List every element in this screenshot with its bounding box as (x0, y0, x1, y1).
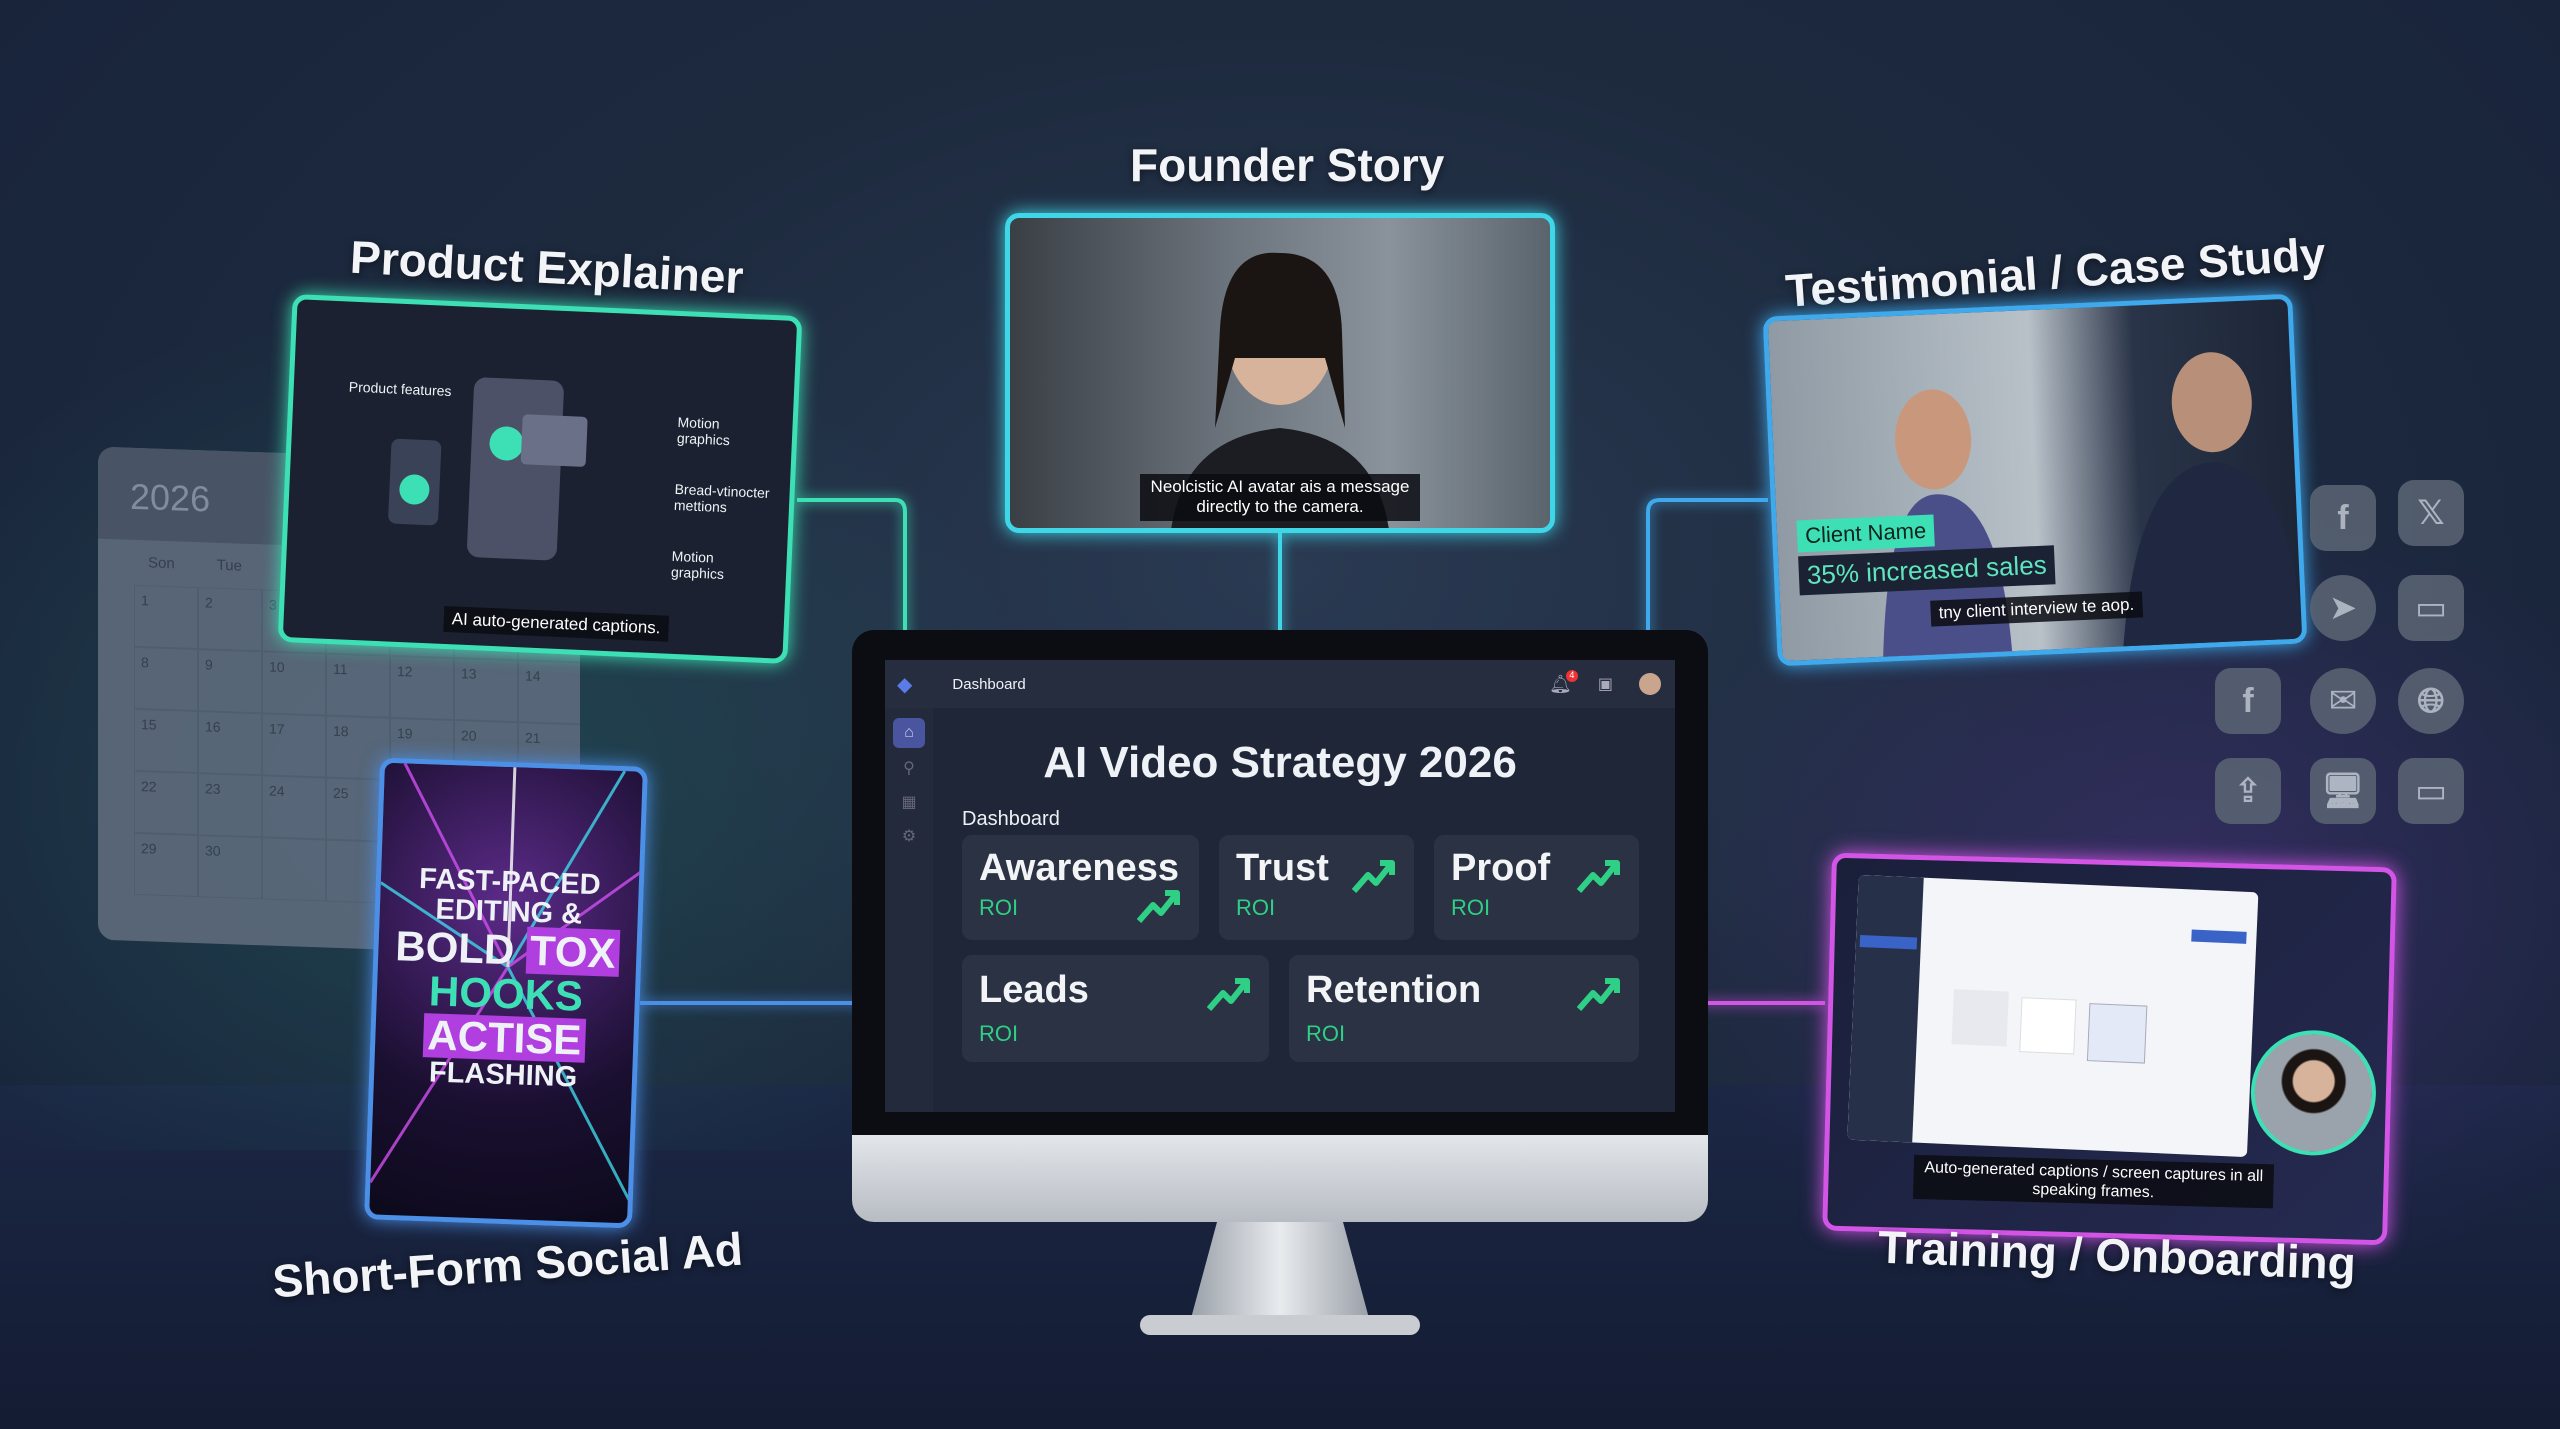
card-label: Leads (979, 969, 1089, 1011)
short-form-ad-video[interactable]: FAST-PACED EDITING & BOLD TOX HOOKS ACTI… (364, 757, 648, 1229)
app-sidebar (1847, 874, 1924, 1143)
facebook-icon[interactable]: f (2310, 485, 2376, 551)
monitor: ◆ Dashboard 🔔︎4 ▣ ⌂ ⚲ ▦ ⚙ AI Video Strat… (852, 630, 1708, 1222)
card-metric: ROI (1451, 895, 1491, 920)
message-icon[interactable]: ▣ (1597, 676, 1613, 693)
dashboard-screen: ◆ Dashboard 🔔︎4 ▣ ⌂ ⚲ ▦ ⚙ AI Video Strat… (885, 660, 1675, 1112)
ad-line: ACTISE (422, 1011, 587, 1064)
card-metric: ROI (1236, 895, 1276, 920)
trend-up-icon (1136, 890, 1180, 923)
trend-up-icon (1351, 860, 1395, 893)
globe-icon[interactable]: 🌐︎ (2398, 668, 2464, 734)
card-label: Proof (1451, 847, 1551, 889)
trend-up-icon (1206, 978, 1250, 1011)
share-icon[interactable]: ⇪ (2215, 758, 2281, 824)
monitor-chin (852, 1135, 1708, 1222)
settings-icon[interactable]: ⚙ (901, 828, 917, 845)
ad-line: BOLD (394, 922, 516, 974)
notification-badge: 4 (1565, 669, 1578, 682)
founder-caption: Neolcistic AI avatar ais a message direc… (1140, 474, 1420, 521)
app-logo-icon: ◆ (897, 673, 913, 696)
trend-up-icon (1576, 860, 1620, 893)
ad-highlight: TOX (525, 926, 621, 977)
nav-title: Dashboard (952, 675, 1026, 693)
monitor-base (1140, 1315, 1420, 1335)
facebook-icon[interactable]: f (2215, 668, 2281, 734)
dashboard-subtitle: Dashboard (962, 808, 1060, 830)
browser-window-icon[interactable]: ▭ (2398, 575, 2464, 641)
screen-capture-app (1847, 874, 2259, 1158)
step-card (2019, 997, 2077, 1055)
label-motion-graphics-2: Motion graphics (670, 547, 725, 583)
testimonial-video[interactable]: Client Name 35% increased sales tny clie… (1762, 293, 2308, 667)
app-primary-button (2191, 929, 2247, 944)
monitor-stand (1190, 1222, 1370, 1322)
card-label: Trust (1236, 847, 1329, 889)
user-avatar[interactable] (1639, 673, 1661, 695)
client-name-tag: Client Name (1796, 514, 1935, 553)
founder-story-video[interactable]: Neolcistic AI avatar ais a message direc… (1005, 213, 1555, 533)
monitor-icon[interactable]: 🖥︎ (2310, 758, 2376, 824)
product-illustration (388, 377, 588, 561)
dashboard-title: AI Video Strategy 2026 (1043, 738, 1517, 787)
notification-bell-icon[interactable]: 🔔︎4 (1549, 669, 1578, 695)
card-metric: ROI (979, 1021, 1019, 1046)
dashboard-sidebar: ⌂ ⚲ ▦ ⚙ (885, 708, 933, 1112)
explainer-caption: AI auto-generated captions. (443, 605, 670, 643)
training-video[interactable]: Auto-generated captions / screen capture… (1822, 852, 2397, 1246)
product-explainer-video[interactable]: Product features Motion graphics Bread-v… (277, 294, 803, 664)
label-motion-graphics: Motion graphics (676, 413, 731, 449)
telegram-icon[interactable]: ➤ (2310, 575, 2376, 641)
label-bread-mentions: Bread-vtinocter mettions (673, 480, 770, 516)
speed-lines-graphic (369, 762, 643, 1203)
card-label: Awareness (979, 847, 1179, 889)
app-sidebar-active (1859, 935, 1918, 950)
founder-story-title: Founder Story (1130, 139, 1445, 191)
x-icon[interactable]: 𝕏 (2398, 480, 2464, 546)
card-metric: ROI (1306, 1021, 1346, 1046)
step-card (2086, 1003, 2148, 1064)
analytics-icon[interactable]: ▦ (901, 794, 917, 811)
home-icon[interactable]: ⌂ (893, 718, 925, 748)
dashboard-header: ◆ Dashboard 🔔︎4 ▣ (885, 660, 1675, 708)
card-label: Retention (1306, 969, 1482, 1011)
search-icon[interactable]: ⚲ (903, 760, 915, 777)
browser-window-icon[interactable]: ▭ (2398, 758, 2464, 824)
presenter-avatar-circle (2249, 1028, 2378, 1157)
card-metric: ROI (979, 895, 1019, 920)
trend-up-icon (1576, 978, 1620, 1011)
mail-icon[interactable]: ✉ (2310, 668, 2376, 734)
step-card (1951, 989, 2009, 1047)
training-caption: Auto-generated captions / screen capture… (1912, 1154, 2275, 1209)
